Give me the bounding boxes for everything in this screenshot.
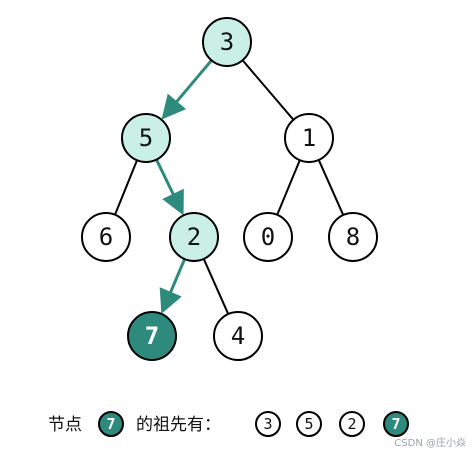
tree-node-7: 7 — [127, 311, 177, 361]
caption-ancestor-7: 7 — [383, 411, 409, 437]
tree-node-4: 4 — [213, 311, 263, 361]
tree-node-0: 0 — [243, 212, 293, 262]
tree-node-circle — [202, 17, 252, 67]
tree-node-5: 5 — [121, 113, 171, 163]
tree-node-circle — [243, 212, 293, 262]
caption-target-circle — [98, 411, 124, 437]
caption-ancestor-circle — [339, 411, 365, 437]
tree-node-8: 8 — [328, 212, 378, 262]
tree-node-circle — [284, 113, 334, 163]
caption-ancestor-circle — [296, 411, 322, 437]
tree-node-2: 2 — [169, 212, 219, 262]
tree-node-label: 8 — [346, 223, 360, 251]
watermark: CSDN @庄小焱 — [394, 436, 466, 449]
tree-node-label: 6 — [99, 223, 113, 251]
tree-node-circle — [121, 113, 171, 163]
caption-ancestor-2: 2 — [339, 411, 365, 437]
caption-ancestor-label: 3 — [263, 415, 272, 433]
caption-middle: 的祖先有： — [136, 415, 221, 435]
ancestor-arrow-n3-n5 — [161, 59, 213, 120]
caption: 节点 7 的祖先有： 3 5 2 7 — [48, 411, 409, 437]
caption-ancestor-circle — [255, 411, 281, 437]
caption-ancestor-label: 7 — [391, 415, 400, 433]
caption-ancestor-list: 3 5 2 7 — [255, 411, 409, 437]
tree-node-label: 3 — [220, 28, 234, 56]
tree-edges — [114, 59, 345, 315]
ancestor-arrow-n2-n7 — [159, 258, 187, 314]
tree-node-label: 0 — [261, 223, 275, 251]
tree-node-circle — [81, 212, 131, 262]
tree-node-label: 2 — [187, 223, 201, 251]
tree-node-1: 1 — [284, 113, 334, 163]
tree-node-label: 1 — [302, 124, 316, 152]
caption-ancestor-circle — [383, 411, 409, 437]
caption-ancestor-label: 2 — [347, 415, 356, 433]
tree-node-label: 5 — [139, 124, 153, 152]
caption-ancestor-label: 5 — [304, 415, 313, 433]
tree-node-circle — [213, 311, 263, 361]
tree-node-circle — [169, 212, 219, 262]
caption-ancestor-3: 3 — [255, 411, 281, 437]
tree-edge-n1-n0 — [276, 159, 301, 216]
tree-node-label: 4 — [231, 322, 245, 350]
tree-node-circle — [328, 212, 378, 262]
caption-target-label: 7 — [106, 415, 115, 433]
tree-node-label: 7 — [145, 322, 159, 350]
caption-prefix: 节点 — [48, 415, 82, 435]
tree-node-6: 6 — [81, 212, 131, 262]
ancestor-arrow-n5-n2 — [155, 158, 184, 216]
tree-node-3: 3 — [202, 17, 252, 67]
tree-edge-n3-n1 — [241, 59, 295, 121]
tree-node-circle — [127, 311, 177, 361]
tree-edge-n5-n6 — [114, 159, 138, 216]
tree-edge-n1-n8 — [317, 159, 345, 216]
tree-nodes: 3 5 1 6 2 0 8 7 4 — [81, 17, 378, 361]
caption-target-node: 7 — [98, 411, 124, 437]
caption-ancestor-5: 5 — [296, 411, 322, 437]
tree-edge-n2-n4 — [202, 258, 230, 315]
